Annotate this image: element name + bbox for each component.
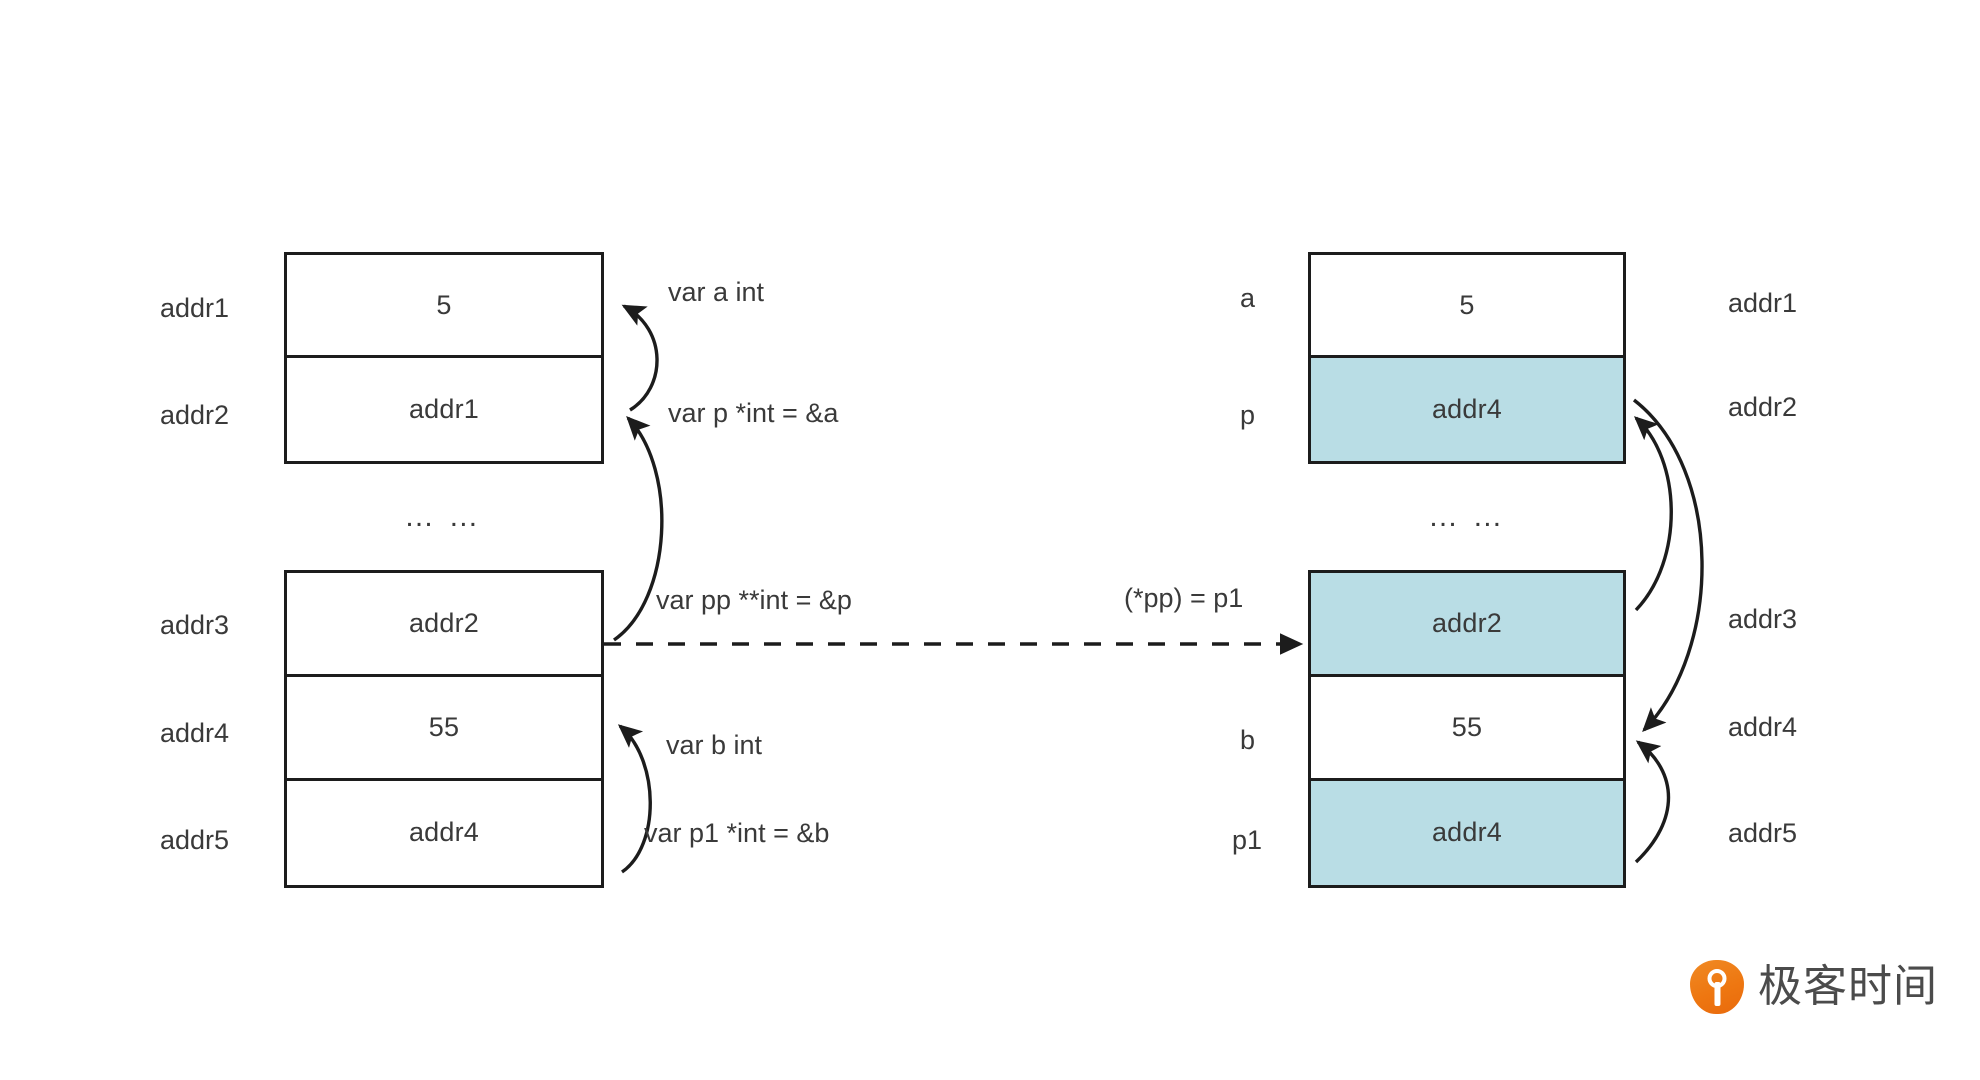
arrow-right-p-to-b	[1632, 398, 1704, 732]
arrow-p1-to-b	[617, 724, 652, 874]
right-cell-addr3: addr2	[1311, 573, 1623, 677]
right-cell-addr2: addr4	[1311, 358, 1623, 461]
left-address-label-addr1: addr1	[160, 293, 230, 323]
declaration-var-p1: var p1 *int = &b	[644, 818, 830, 848]
arrow-right-p1-to-b	[1634, 740, 1671, 864]
left-cell-addr5: addr4	[287, 780, 601, 885]
arrow-p-to-a	[621, 304, 659, 412]
declaration-var-p: var p *int = &a	[668, 398, 839, 428]
declaration-var-b: var b int	[666, 730, 763, 760]
left-memory-block-upper: 5 addr1	[284, 252, 604, 464]
right-memory-block-lower: addr2 55 addr4	[1308, 570, 1626, 888]
declaration-var-pp: var pp **int = &p	[656, 585, 852, 615]
right-variable-label-b: b	[1240, 725, 1256, 755]
brand-name: 极客时间	[1758, 961, 1938, 1012]
left-address-label-addr2: addr2	[160, 400, 230, 430]
right-address-label-addr5: addr5	[1728, 818, 1798, 848]
left-ellipsis: … …	[404, 500, 482, 533]
right-cell-addr3-value: addr2	[1431, 607, 1503, 638]
right-address-label-addr3: addr3	[1728, 604, 1798, 634]
right-address-label-addr2: addr2	[1728, 392, 1798, 422]
left-address-label-addr3: addr3	[160, 610, 230, 640]
right-ellipsis: … …	[1428, 500, 1506, 533]
right-variable-label-a: a	[1240, 283, 1256, 313]
right-cell-addr5-value: addr4	[1431, 817, 1503, 848]
left-cell-addr1-value: 5	[436, 289, 452, 320]
left-cell-addr5-value: addr4	[408, 817, 480, 848]
right-address-label-addr4: addr4	[1728, 712, 1798, 742]
brand-logo: 极客时间	[1690, 960, 1938, 1014]
arrow-pp-to-p	[613, 416, 664, 642]
left-cell-addr4-value: 55	[428, 711, 460, 742]
right-cell-addr4-value: 55	[1451, 711, 1483, 742]
left-cell-addr4: 55	[287, 676, 601, 781]
arrow-right-pp-to-p	[1633, 416, 1673, 612]
geektime-logo-icon	[1690, 960, 1744, 1014]
right-cell-addr4: 55	[1311, 676, 1623, 781]
right-cell-addr2-value: addr4	[1431, 394, 1503, 424]
left-address-label-addr4: addr4	[160, 718, 230, 748]
left-cell-addr2-value: addr1	[408, 394, 480, 424]
declaration-var-a: var a int	[668, 277, 765, 307]
left-address-label-addr5: addr5	[160, 825, 230, 855]
transition-label: (*pp) = p1	[1124, 583, 1244, 613]
left-cell-addr2: addr1	[287, 358, 601, 461]
left-cell-addr3: addr2	[287, 573, 601, 677]
right-address-label-addr1: addr1	[1728, 288, 1798, 318]
right-cell-addr1: 5	[1311, 255, 1623, 358]
right-memory-block-upper: 5 addr4	[1308, 252, 1626, 464]
left-cell-addr1: 5	[287, 255, 601, 358]
left-cell-addr3-value: addr2	[408, 607, 480, 638]
right-variable-label-p: p	[1240, 400, 1256, 430]
right-cell-addr5: addr4	[1311, 780, 1623, 885]
right-variable-label-p1: p1	[1232, 825, 1263, 855]
right-cell-addr1-value: 5	[1459, 289, 1475, 320]
left-memory-block-lower: addr2 55 addr4	[284, 570, 604, 888]
